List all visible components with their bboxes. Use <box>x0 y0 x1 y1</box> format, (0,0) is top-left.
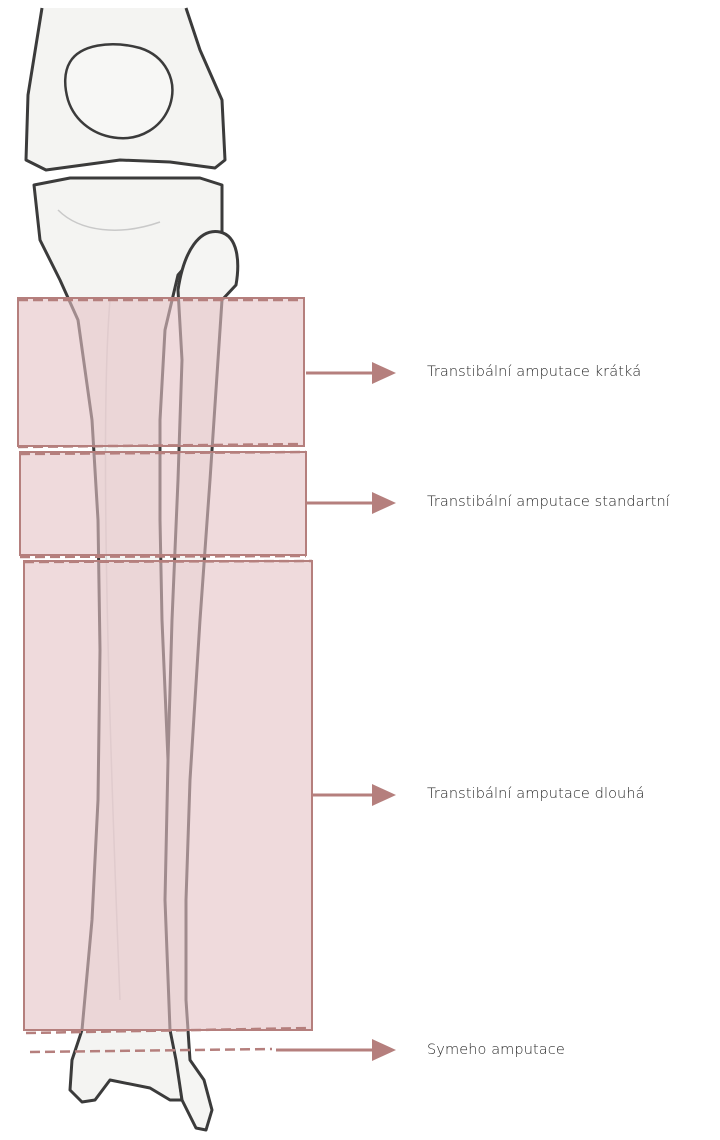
label-syme: Symeho amputace <box>427 1042 565 1058</box>
arrow-standard <box>306 492 396 514</box>
cut-line <box>20 556 306 557</box>
cut-line <box>30 1049 272 1052</box>
zone-standard <box>20 452 306 555</box>
arrow-long <box>312 784 396 806</box>
zone-long <box>24 561 312 1030</box>
label-long-transtibial: Transtibální amputace dlouhá <box>427 786 645 802</box>
label-standard-transtibial: Transtibální amputace standartní <box>427 494 670 510</box>
arrow-syme <box>276 1039 396 1061</box>
zone-short <box>18 298 304 446</box>
label-short-transtibial: Transtibální amputace krátká <box>427 364 641 380</box>
arrow-short <box>306 362 396 384</box>
